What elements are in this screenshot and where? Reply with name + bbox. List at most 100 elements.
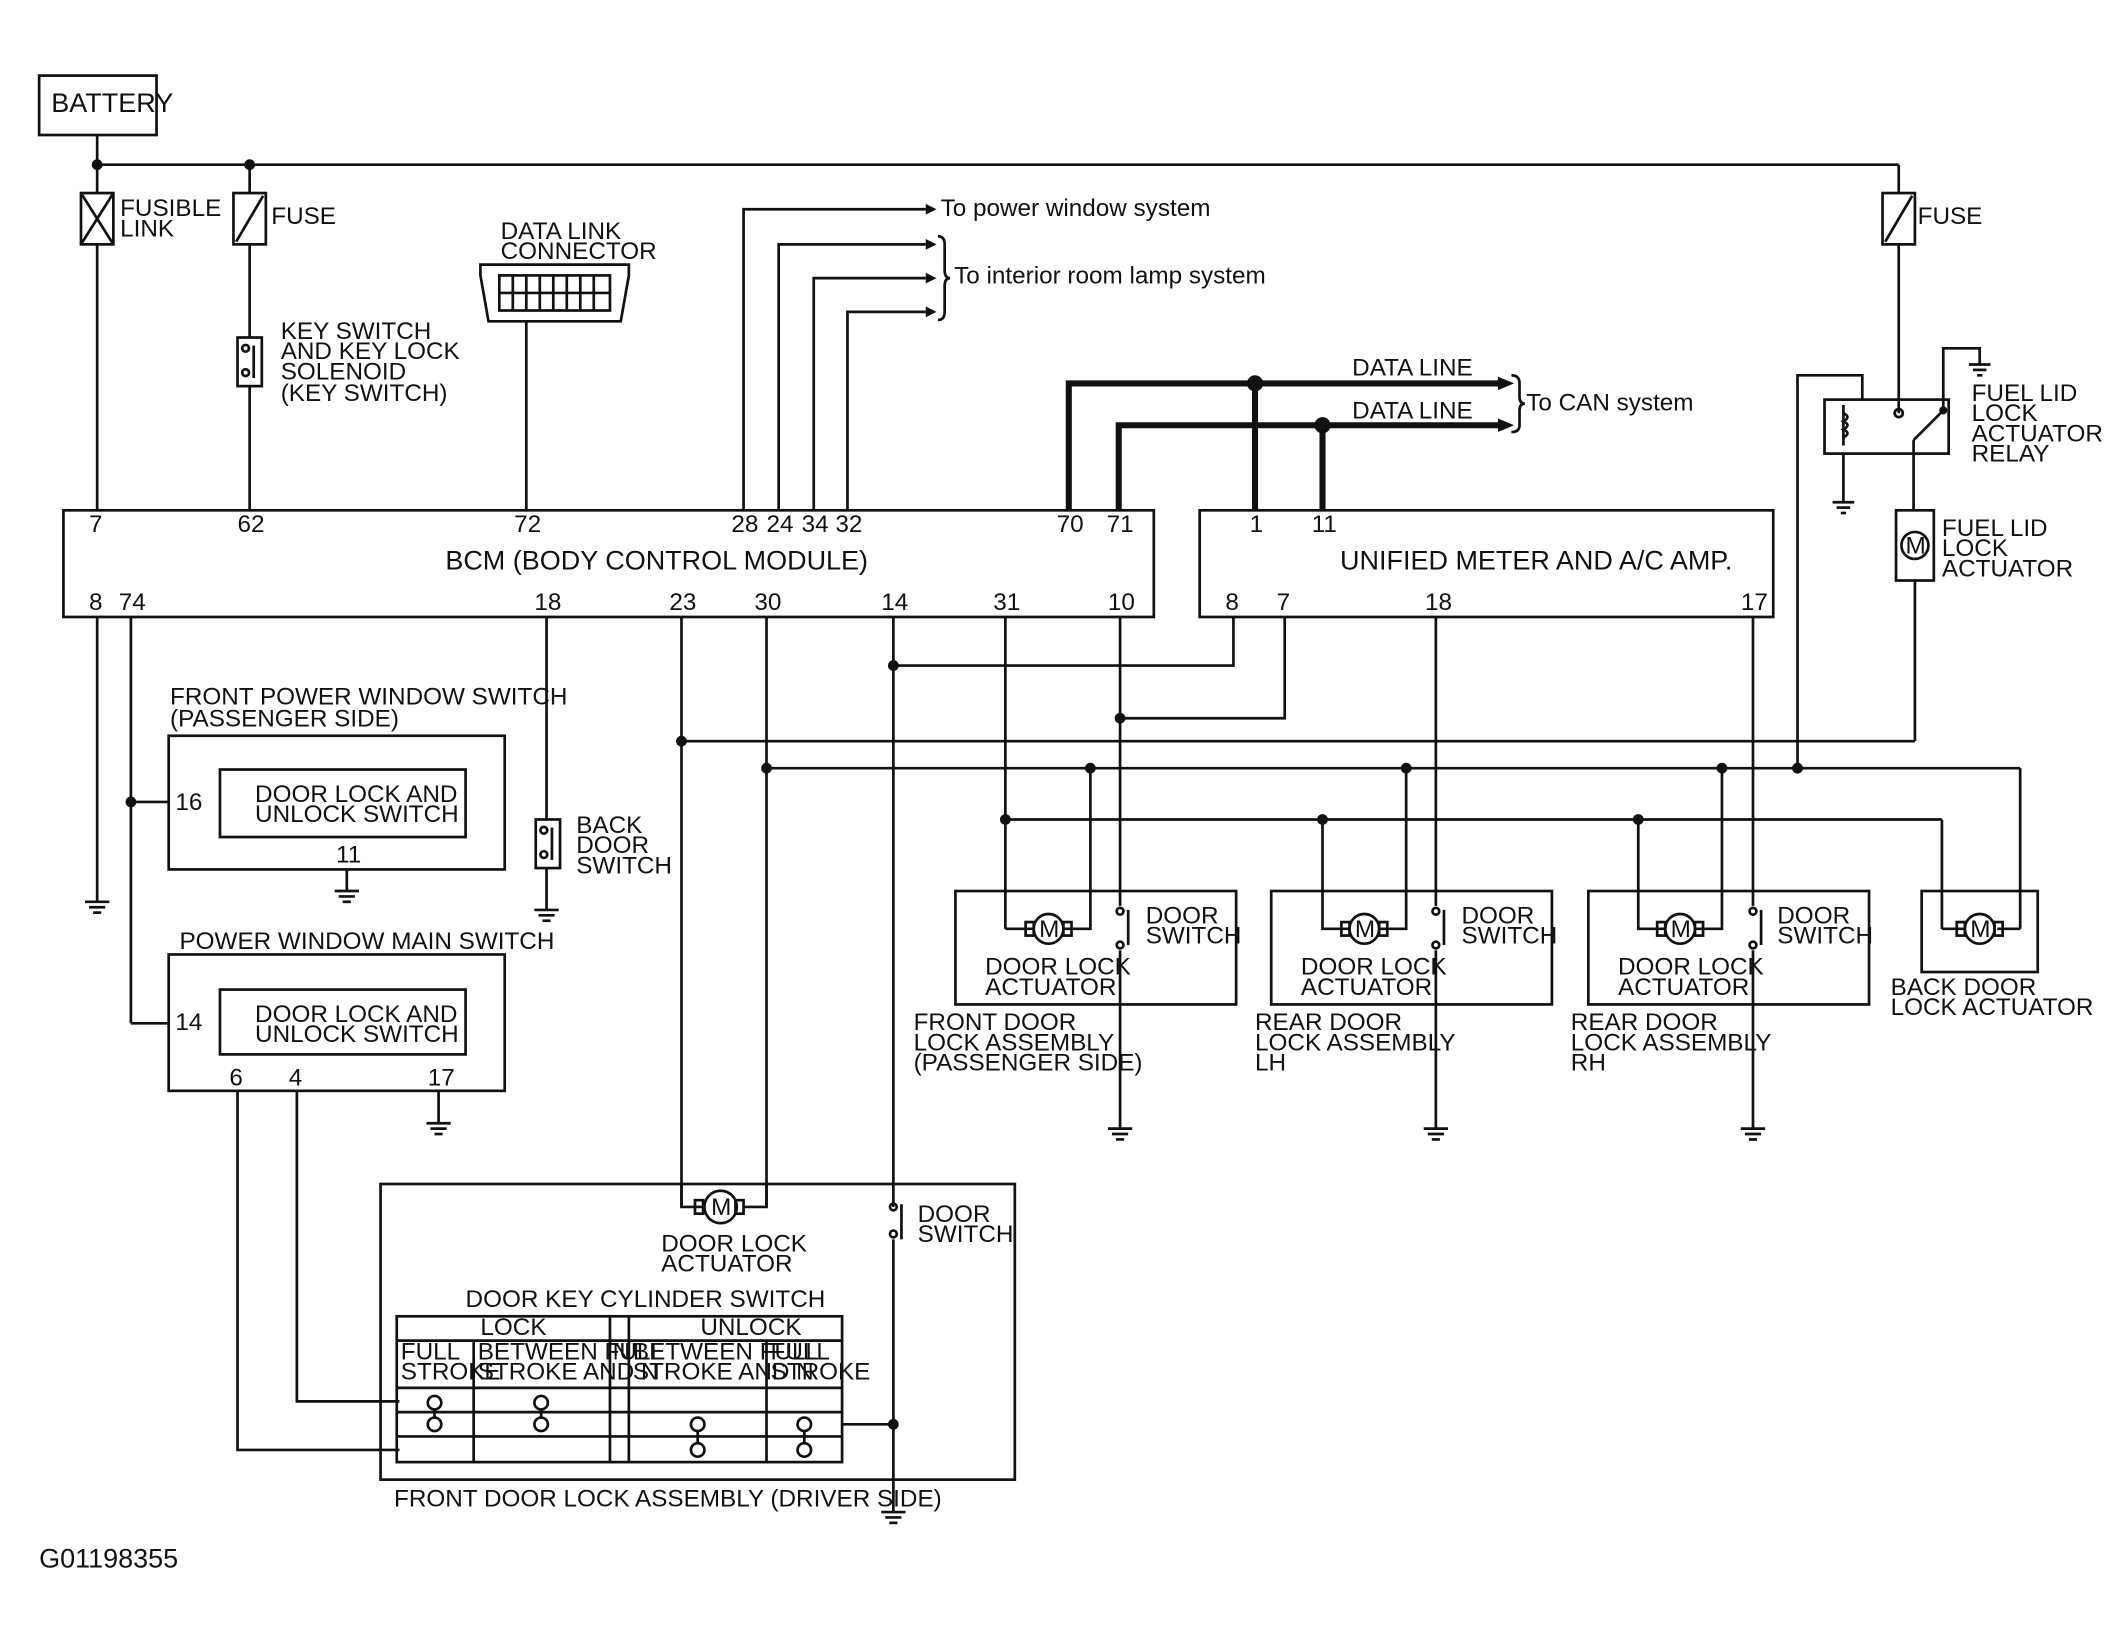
front-pass-label-2: LOCK ASSEMBLY — [914, 1029, 1115, 1056]
back-door-switch-symbol — [534, 818, 562, 870]
bcm-pin-71: 71 — [1107, 511, 1134, 538]
unlock-full-1: FULL — [771, 1338, 830, 1365]
meter-pin-7: 7 — [1277, 589, 1291, 616]
bcm-pin-7: 7 — [89, 511, 103, 538]
front-door-lock-assembly-driver: M DOOR LOCK ACTUATOR DOOR SWITCH DOOR KE… — [379, 1182, 1017, 1525]
door-switch-label-1: DOOR — [1146, 902, 1219, 929]
bcm-pin-62: 62 — [238, 511, 265, 538]
key-switch-label-4: (KEY SWITCH) — [281, 380, 448, 407]
lock-full-2: STROKE — [401, 1359, 501, 1386]
fuel-actuator-label-2: LOCK — [1942, 535, 2008, 562]
bcm-pin-28: 28 — [731, 511, 758, 538]
bcm-pin-10: 10 — [1108, 589, 1135, 616]
key-switch — [236, 336, 264, 388]
data-line-1-label: DATA LINE — [1352, 354, 1473, 381]
fuel-relay-label-2: LOCK — [1972, 400, 2038, 427]
door-switch-label-1: DOOR — [1777, 902, 1850, 929]
main-sw-label-1: DOOR LOCK AND — [255, 1001, 457, 1028]
key-switch-label-3: SOLENOID — [281, 358, 406, 385]
motor-icon — [1032, 912, 1065, 946]
power-bus: BATTERY — [37, 74, 1901, 194]
motor-icon — [703, 1189, 739, 1225]
main-sw-pin-14: 14 — [175, 1009, 202, 1036]
bcm-pin-72: 72 — [514, 511, 541, 538]
meter-pin-1: 1 — [1250, 511, 1264, 538]
fuse-right-label: FUSE — [1918, 203, 1983, 230]
fuel-relay-label-1: FUEL LID — [1972, 380, 2078, 407]
rear-door-lock-assembly-lh: M DOOR SWITCH DOOR LOCK ACTUATOR REAR DO… — [1255, 768, 1557, 1077]
lock-header: LOCK — [480, 1314, 546, 1341]
fusible-link-label-1: FUSIBLE — [120, 195, 221, 222]
front-pass-label-1: FRONT DOOR — [914, 1009, 1077, 1036]
motor-label: M — [1970, 916, 1990, 943]
door-switch-label-2: SWITCH — [1461, 923, 1557, 950]
actuator-label-1: DOOR LOCK — [1618, 954, 1764, 981]
bcm-pin-34: 34 — [802, 511, 829, 538]
motor-icon — [1963, 912, 1996, 946]
driver-actuator-label-1: DOOR LOCK — [661, 1230, 807, 1257]
n-column: N — [613, 1338, 631, 1365]
fuel-actuator-label-1: FUEL LID — [1942, 515, 2048, 542]
door-switch-label-2: SWITCH — [1777, 923, 1873, 950]
key-switch-label-1: KEY SWITCH — [281, 318, 432, 345]
main-switch-title: POWER WINDOW MAIN SWITCH — [179, 928, 554, 955]
rear-lh-label-3: LH — [1255, 1050, 1286, 1077]
rear-rh-label-1: REAR DOOR — [1571, 1009, 1718, 1036]
bcm-pin-14: 14 — [881, 589, 908, 616]
rear-door-lock-assembly-rh: M DOOR SWITCH DOOR LOCK ACTUATOR REAR DO… — [1571, 768, 1873, 1077]
front-pw-title-1: FRONT POWER WINDOW SWITCH — [170, 684, 567, 711]
back-door-switch-label-3: SWITCH — [576, 852, 672, 879]
unlock-full-2: STROKE — [771, 1359, 871, 1386]
fuel-actuator-motor: M — [1905, 533, 1925, 560]
door-switch-label-1: DOOR — [1461, 902, 1534, 929]
front-pw-title-2: (PASSENGER SIDE) — [170, 705, 399, 732]
lock-full-1: FULL — [401, 1338, 460, 1365]
actuator-label-2: ACTUATOR — [1618, 974, 1749, 1001]
back-door-lock-actuator: M BACK DOOR LOCK ACTUATOR — [1891, 889, 2094, 1021]
rear-lh-label-1: REAR DOOR — [1255, 1009, 1402, 1036]
driver-door-switch-2: SWITCH — [918, 1221, 1014, 1248]
fusible-link: FUSIBLE LINK — [79, 164, 221, 511]
meter-pin-17: 17 — [1741, 589, 1768, 616]
motor-icon — [1348, 912, 1381, 946]
bcm-pin-32: 32 — [835, 511, 862, 538]
front-door-driver-label: FRONT DOOR LOCK ASSEMBLY (DRIVER SIDE) — [394, 1486, 942, 1513]
rear-rh-label-2: LOCK ASSEMBLY — [1571, 1029, 1772, 1056]
driver-door-switch-1: DOOR — [918, 1201, 991, 1228]
meter-pin-11: 11 — [1312, 511, 1337, 538]
front-pw-switch-passenger: FRONT POWER WINDOW SWITCH (PASSENGER SID… — [167, 684, 567, 904]
driver-actuator-label-2: ACTUATOR — [661, 1251, 792, 1278]
meter-pin-8: 8 — [1225, 589, 1239, 616]
front-pw-sw-label-1: DOOR LOCK AND — [255, 781, 457, 808]
fuel-relay-label-3: ACTUATOR — [1972, 420, 2103, 447]
lock-between-2: STROKE AND N — [478, 1359, 659, 1386]
back-door-switch-label-1: BACK — [576, 812, 642, 839]
fuse-left-label: FUSE — [271, 203, 336, 230]
meter-pin-18: 18 — [1425, 589, 1452, 616]
bcm-pin-24: 24 — [767, 511, 794, 538]
front-pass-label-3: (PASSENGER SIDE) — [914, 1050, 1143, 1077]
motor-label: M — [1671, 916, 1691, 943]
fuel-lid-actuator-box — [1894, 508, 1936, 582]
fuel-relay-label-4: RELAY — [1972, 441, 2050, 468]
data-line-2-label: DATA LINE — [1352, 398, 1473, 425]
to-power-window-label: To power window system — [941, 195, 1211, 222]
bcm-pin-74: 74 — [119, 589, 146, 616]
motor-label: M — [1355, 916, 1375, 943]
unlock-header: UNLOCK — [700, 1314, 801, 1341]
data-link-connector: DATA LINK CONNECTOR — [479, 218, 657, 511]
back-door-switch-label-2: DOOR — [576, 832, 649, 859]
dlc-label-1: DATA LINK — [501, 218, 622, 245]
bcm-output-wires: To power window system To interior room … — [742, 195, 1266, 511]
unlock-between-2: STROKE AND N — [633, 1359, 814, 1386]
back-door-act-label-2: LOCK ACTUATOR — [1891, 994, 2094, 1021]
unified-meter-label: UNIFIED METER AND A/C AMP. — [1340, 546, 1732, 576]
fuel-lid-circuit: FUSE FUEL LID LOCK ACTUATOR RELAY M FUEL… — [1796, 191, 2103, 767]
bcm-pin-23: 23 — [669, 589, 696, 616]
bcm-pin-70: 70 — [1057, 511, 1084, 538]
bcm-pin-18: 18 — [534, 589, 561, 616]
main-sw-pin-4: 4 — [289, 1064, 303, 1091]
fuse-left: FUSE KEY SWITCH AND KEY LOCK SOLENOID (K… — [232, 164, 460, 511]
key-switch-label-2: AND KEY LOCK — [281, 338, 460, 365]
